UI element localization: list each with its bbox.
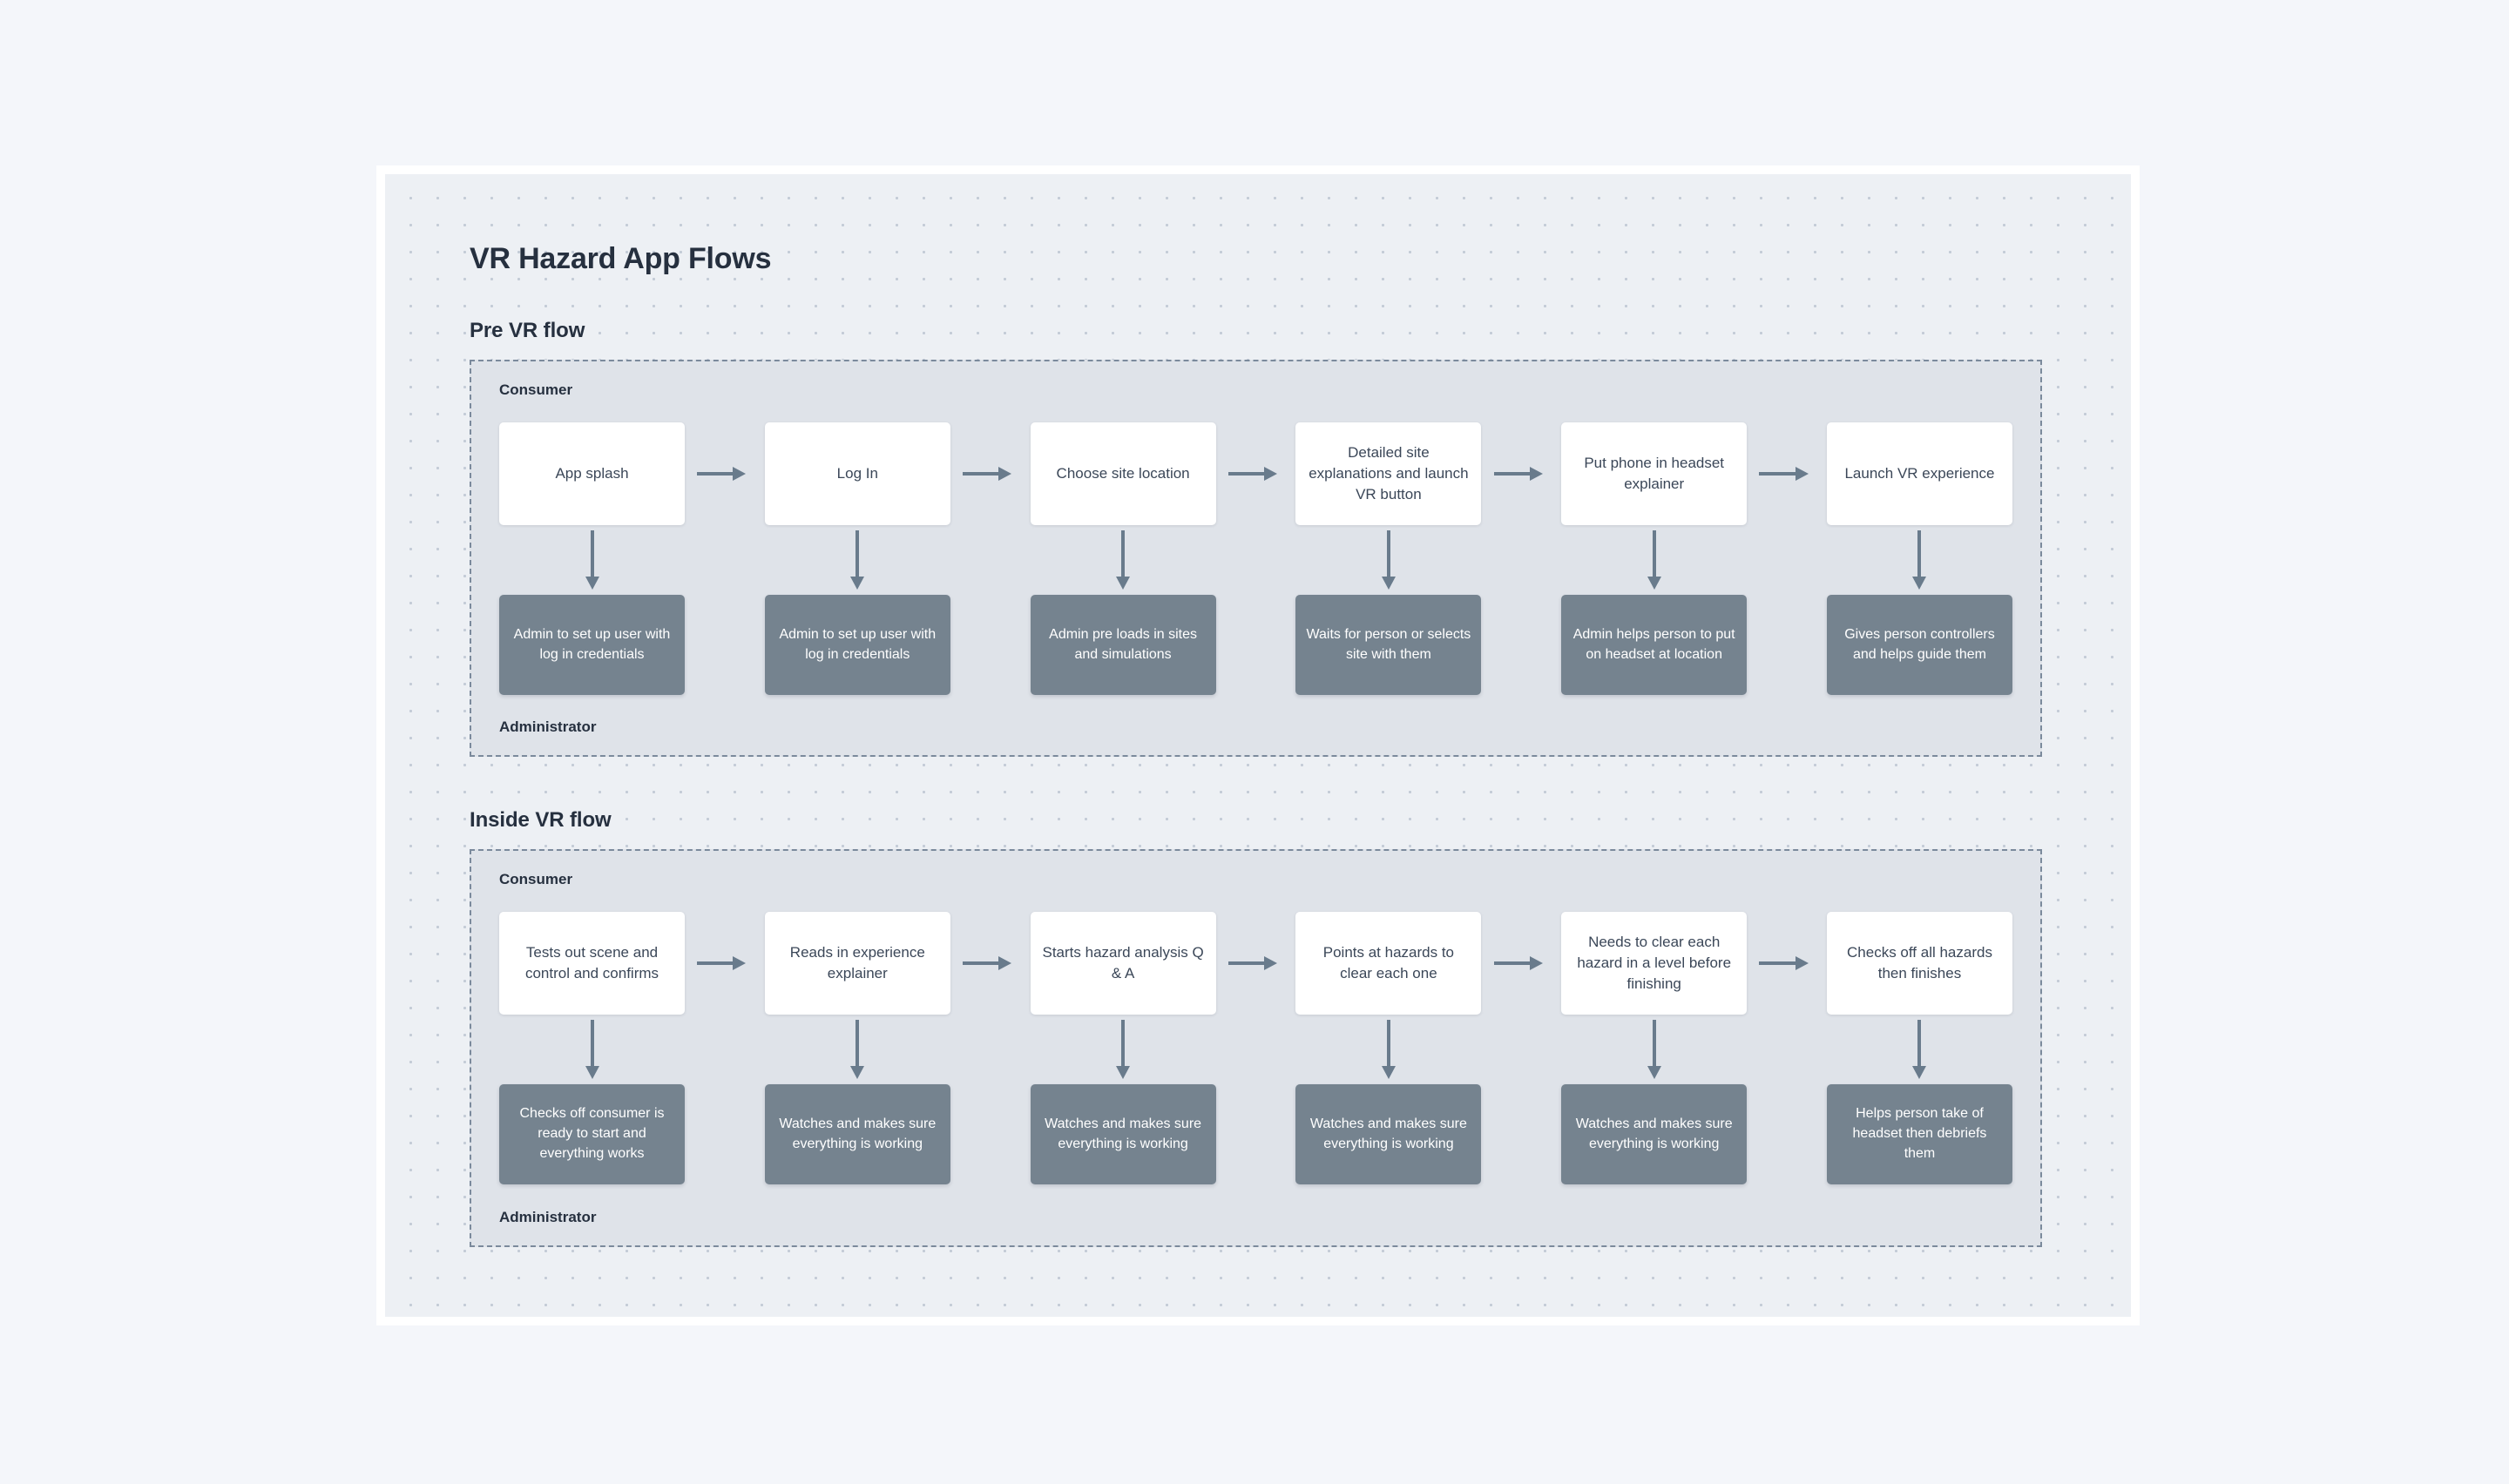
flow-node-administrator[interactable]: Checks off consumer is ready to start an… (499, 1084, 685, 1184)
arrow-right-icon (1218, 958, 1295, 968)
arrow-right-icon (1483, 958, 1559, 968)
flow-node-consumer[interactable]: Checks off all hazards then finishes (1826, 912, 2012, 1015)
connector-spacer (1748, 525, 1825, 595)
vertical-connector-slot (1031, 1015, 1216, 1084)
arrow-right-icon (1748, 469, 1825, 479)
administrator-flow-row: Admin to set up user with log in credent… (499, 595, 2012, 695)
vertical-connector-slot (499, 1015, 685, 1084)
flow-node-consumer[interactable]: Detailed site explanations and launch VR… (1295, 422, 1482, 525)
flow-node-consumer[interactable]: Reads in experience explainer (764, 912, 950, 1015)
arrow-down-icon (1117, 530, 1129, 590)
flow-node-administrator[interactable]: Watches and makes sure everything is wor… (1295, 1084, 1482, 1184)
flow-node-consumer[interactable]: Starts hazard analysis Q & A (1030, 912, 1216, 1015)
flow-node-administrator[interactable]: Admin to set up user with log in credent… (499, 595, 685, 695)
arrow-down-icon (1648, 1020, 1660, 1079)
section-title-inside-vr-flow: Inside VR flow (470, 808, 612, 832)
arrow-right-icon (952, 469, 1029, 479)
arrow-down-icon (1648, 530, 1660, 590)
connector-spacer (952, 1015, 1029, 1084)
arrow-right-icon (1218, 469, 1295, 479)
flow-node-administrator[interactable]: Admin to set up user with log in credent… (764, 595, 950, 695)
vertical-connector-slot (1561, 1015, 1747, 1084)
arrow-down-icon (586, 1020, 599, 1079)
diagram-canvas-surface[interactable]: VR Hazard App Flows Pre VR flow Consumer… (385, 174, 2131, 1317)
flow-node-administrator[interactable]: Waits for person or selects site with th… (1295, 595, 1482, 695)
lane-label-administrator: Administrator (499, 718, 597, 735)
arrow-down-icon (586, 530, 599, 590)
flow-node-administrator[interactable]: Watches and makes sure everything is wor… (764, 1084, 950, 1184)
vertical-connector-slot (1031, 525, 1216, 595)
flow-node-consumer[interactable]: Launch VR experience (1826, 422, 2012, 525)
arrow-down-icon (1117, 1020, 1129, 1079)
connector-spacer (952, 525, 1029, 595)
flow-node-consumer[interactable]: Log In (764, 422, 950, 525)
arrow-down-icon (1383, 1020, 1395, 1079)
flow-node-administrator[interactable]: Admin helps person to put on headset at … (1561, 595, 1748, 695)
section-title-pre-vr-flow: Pre VR flow (470, 319, 585, 342)
administrator-flow-row: Checks off consumer is ready to start an… (499, 1084, 2012, 1184)
page-title: VR Hazard App Flows (470, 242, 772, 275)
flow-node-administrator[interactable]: Watches and makes sure everything is wor… (1561, 1084, 1748, 1184)
vertical-connector-slot (499, 525, 685, 595)
arrow-right-icon (1483, 469, 1559, 479)
arrow-right-icon (952, 958, 1029, 968)
arrow-down-icon (1383, 530, 1395, 590)
swimlane-inside-vr-flow: Consumer Tests out scene and control and… (470, 849, 2042, 1247)
arrow-down-icon (851, 1020, 863, 1079)
vertical-connector-slot (1295, 525, 1481, 595)
vertical-connector-slot (1827, 1015, 2012, 1084)
flow-node-consumer[interactable]: Put phone in headset explainer (1561, 422, 1748, 525)
vertical-connectors (499, 1015, 2012, 1084)
consumer-flow-row: App splash Log In Choose site location D… (499, 422, 2012, 525)
flow-node-consumer[interactable]: App splash (499, 422, 685, 525)
vertical-connectors (499, 525, 2012, 595)
consumer-flow-row: Tests out scene and control and confirms… (499, 912, 2012, 1015)
arrow-down-icon (1913, 530, 1925, 590)
vertical-connector-slot (1561, 525, 1747, 595)
flow-node-consumer[interactable]: Choose site location (1030, 422, 1216, 525)
vertical-connector-slot (765, 525, 950, 595)
swimlane-pre-vr-flow: Consumer App splash Log In Choose site l… (470, 360, 2042, 757)
vertical-connector-slot (1295, 1015, 1481, 1084)
connector-spacer (686, 525, 763, 595)
lane-label-consumer: Consumer (499, 381, 573, 398)
connector-spacer (1483, 525, 1559, 595)
connector-spacer (1748, 1015, 1825, 1084)
connector-spacer (686, 1015, 763, 1084)
connector-spacer (1218, 525, 1295, 595)
lane-label-consumer: Consumer (499, 871, 573, 887)
connector-spacer (1483, 1015, 1559, 1084)
arrow-down-icon (1913, 1020, 1925, 1079)
arrow-down-icon (851, 530, 863, 590)
lane-label-administrator: Administrator (499, 1209, 597, 1225)
connector-spacer (1218, 1015, 1295, 1084)
vertical-connector-slot (765, 1015, 950, 1084)
flow-node-administrator[interactable]: Watches and makes sure everything is wor… (1030, 1084, 1216, 1184)
flow-node-consumer[interactable]: Tests out scene and control and confirms (499, 912, 685, 1015)
arrow-right-icon (686, 469, 763, 479)
flow-node-administrator[interactable]: Helps person take of headset then debrie… (1826, 1084, 2012, 1184)
flow-node-consumer[interactable]: Needs to clear each hazard in a level be… (1561, 912, 1748, 1015)
arrow-right-icon (1748, 958, 1825, 968)
vertical-connector-slot (1827, 525, 2012, 595)
flow-node-administrator[interactable]: Admin pre loads in sites and simulations (1030, 595, 1216, 695)
flow-node-administrator[interactable]: Gives person controllers and helps guide… (1826, 595, 2012, 695)
flow-node-consumer[interactable]: Points at hazards to clear each one (1295, 912, 1482, 1015)
arrow-right-icon (686, 958, 763, 968)
diagram-canvas-frame: VR Hazard App Flows Pre VR flow Consumer… (376, 165, 2140, 1325)
